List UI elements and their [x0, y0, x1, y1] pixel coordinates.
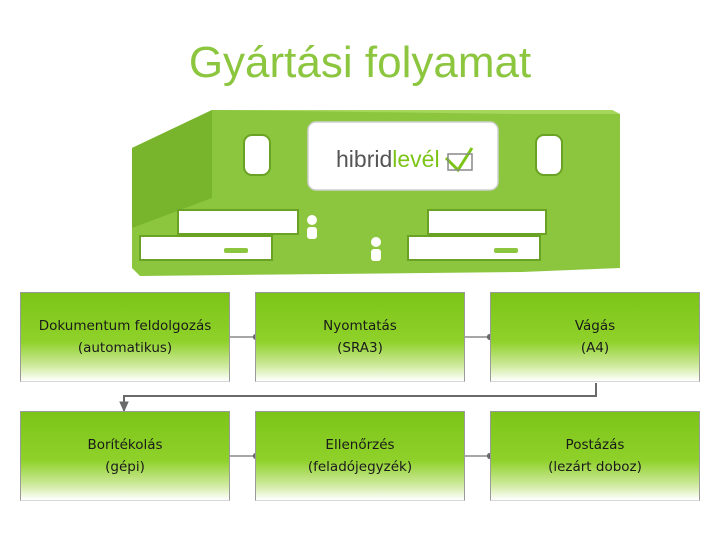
step-box-document-processing: Dokumentum feldolgozás (automatikus) — [20, 292, 230, 382]
step-label: Borítékolás — [87, 437, 163, 453]
step-sublabel: (SRA3) — [337, 340, 383, 356]
tray-left-lower — [139, 235, 273, 261]
machine-side-shade — [132, 110, 212, 228]
person-icon — [371, 237, 381, 261]
step-sublabel: (feladójegyzék) — [307, 459, 413, 475]
slide-title: Gyártási folyamat — [188, 38, 532, 87]
step-sublabel: (gépi) — [105, 459, 145, 475]
tray-right-lower — [407, 235, 541, 261]
left-window-icon — [243, 134, 271, 176]
step-box-printing: Nyomtatás (SRA3) — [255, 292, 465, 382]
step-label: Ellenőrzés — [325, 437, 395, 453]
logo-text-level: levél — [392, 146, 439, 172]
step-sublabel: (automatikus) — [77, 340, 173, 356]
step-box-enveloping: Borítékolás (gépi) — [20, 411, 230, 501]
machine-top-panel — [212, 110, 620, 114]
envelope-check-icon — [444, 147, 474, 173]
step-box-checking: Ellenőrzés (feladójegyzék) — [255, 411, 465, 501]
person-icon — [307, 215, 317, 239]
step-label: Vágás — [574, 318, 616, 334]
step-label: Dokumentum feldolgozás — [38, 318, 212, 334]
connector-3-4 — [119, 383, 597, 413]
tray-left-upper — [177, 209, 299, 235]
right-window-icon — [535, 134, 563, 176]
printing-machine-illustration: hibridlevél — [132, 110, 620, 276]
logo-text-hibrid: hibrid — [336, 146, 392, 172]
step-label: Nyomtatás — [323, 318, 397, 334]
tray-right-upper — [427, 209, 547, 235]
step-box-posting: Postázás (lezárt doboz) — [490, 411, 700, 501]
step-sublabel: (A4) — [580, 340, 610, 356]
step-sublabel: (lezárt doboz) — [548, 459, 642, 475]
logo-text: hibridlevél — [336, 146, 440, 172]
step-label: Postázás — [565, 437, 625, 453]
logo-panel — [307, 121, 499, 191]
step-box-cutting: Vágás (A4) — [490, 292, 700, 382]
